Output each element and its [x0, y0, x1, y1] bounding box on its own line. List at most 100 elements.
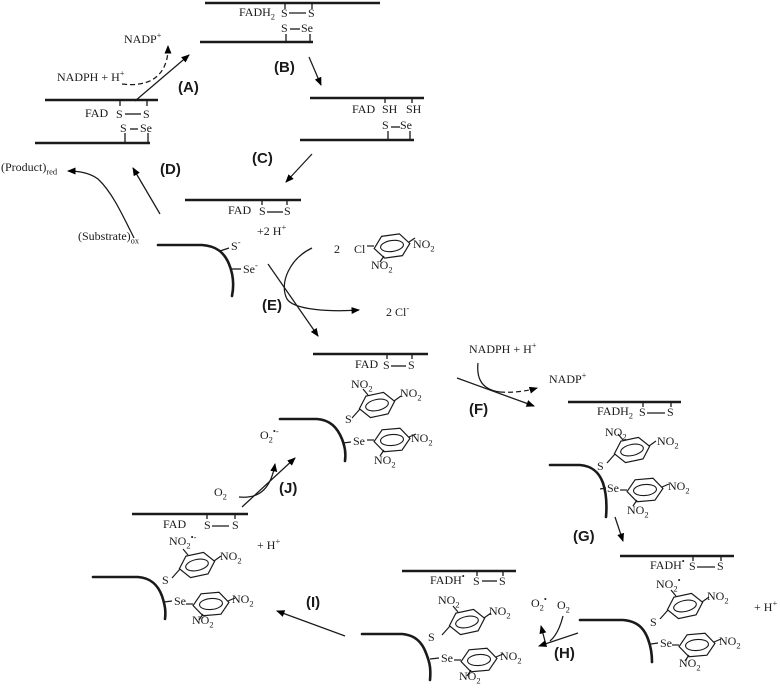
aromatic-circle	[632, 483, 658, 497]
aromatic-circle	[365, 398, 389, 412]
label-s-9: S	[162, 573, 169, 587]
label-no2-7-bottom: NO2	[679, 656, 701, 673]
substituent-bond	[648, 440, 657, 447]
label-o2-j: O2	[214, 485, 227, 502]
label-nadp-plus-a: NADP+	[124, 30, 162, 46]
label-no2-dncb-bottom: NO2	[371, 258, 393, 275]
substituent-bond	[379, 449, 385, 457]
label-s-5: S	[345, 412, 352, 426]
label-fad-4: FAD	[228, 203, 252, 217]
arrow-nadp-release-f	[499, 386, 538, 394]
ring-7-se	[678, 632, 716, 658]
label-no2-8-bottom: NO2	[459, 669, 481, 686]
curve-o2-h	[549, 615, 564, 642]
label-no2-8-top: NO2	[438, 593, 460, 610]
benzene-hexagon	[373, 427, 411, 453]
step-label-i: (I)	[306, 594, 321, 611]
label-s-5b: S	[408, 358, 415, 372]
label-cl-product: 2 Cl-	[386, 303, 410, 319]
label-superoxide-j: O2•-	[260, 426, 279, 445]
label-se-1: Se	[301, 21, 313, 35]
ring-6-s-group	[606, 433, 657, 464]
ring-5-s	[358, 391, 396, 419]
benzene-hexagon	[678, 632, 716, 658]
aromatic-circle	[185, 558, 209, 572]
substituent-bond	[351, 408, 361, 419]
label-s-3: S	[382, 118, 389, 132]
arrow-step-i	[276, 610, 346, 637]
benzene-hexagon	[613, 436, 651, 464]
substituent-bond	[659, 609, 669, 620]
arrow-step-a	[134, 54, 190, 102]
label-h-plus-7: + H+	[754, 598, 778, 614]
label-s-7: S	[650, 615, 657, 629]
ring-9-se-group	[186, 591, 236, 621]
label-coef-2: 2	[334, 242, 340, 256]
label-se-3: Se	[400, 118, 412, 132]
arrow-superoxide-h	[539, 625, 547, 646]
arrow-step-c	[285, 153, 313, 183]
label-superoxide-h: O2•	[531, 594, 547, 613]
label-no2-6-right: NO2	[657, 434, 679, 451]
bond-line	[219, 247, 230, 252]
step-label-g: (G)	[573, 528, 595, 545]
label-fad-5: FAD	[355, 357, 379, 371]
label-fad-2: FAD	[85, 106, 109, 120]
arrow-step-b	[308, 56, 322, 86]
ring-6-s	[613, 436, 651, 464]
bond-line	[163, 600, 173, 603]
benzene-hexagon	[460, 647, 498, 673]
label-se-7: Se	[660, 636, 672, 650]
label-s-8b: S	[499, 574, 506, 588]
substituent-bond	[408, 433, 417, 438]
label-substrate-ox: (Substrate)ox	[78, 229, 140, 246]
benzene-hexagon	[373, 233, 411, 259]
arrow-superoxide-j	[238, 463, 278, 498]
label-no2-5-bottom: NO2	[374, 453, 396, 470]
label-nadph-a: NADPH + H+	[57, 68, 125, 84]
substituent-bond	[227, 597, 236, 602]
arrow-nadp-release-a	[121, 45, 172, 86]
enzyme-hook-state9	[91, 575, 167, 621]
label-s-minus: S-	[231, 237, 241, 253]
label-s-1c: S	[281, 21, 288, 35]
substituent-bond	[483, 612, 492, 619]
substituent-bond	[632, 499, 638, 507]
label-no2-5-right: NO2	[400, 386, 422, 403]
benzene-hexagon	[178, 551, 216, 579]
benzene-hexagon	[448, 608, 486, 636]
curve-nadph-f	[477, 362, 501, 393]
label-plus-2h: +2 H+	[257, 222, 287, 238]
ring-5-s-group	[351, 388, 402, 419]
label-s-4a: S	[259, 204, 266, 218]
label-cl-dncb: Cl	[354, 242, 366, 256]
bond-line	[650, 642, 659, 645]
step-label-d: (D)	[160, 161, 181, 178]
label-s-6b: S	[667, 405, 674, 419]
step-label-h: (H)	[554, 645, 575, 662]
substituent-bond	[701, 596, 710, 603]
ring-8-se	[460, 647, 498, 673]
substituent-bond	[379, 255, 385, 263]
label-h-plus-9: + H+	[257, 536, 281, 552]
benzene-hexagon	[358, 391, 396, 419]
aromatic-circle	[684, 638, 710, 652]
label-fadh2-1: FADH2	[239, 5, 276, 22]
shape-layer	[35, 1, 734, 682]
substituent-bond	[452, 605, 459, 613]
arrow-step-g	[614, 516, 624, 542]
label-no2-7-right: NO2	[707, 589, 729, 606]
substituent-bond	[606, 453, 616, 464]
substituent-bond	[362, 388, 369, 396]
label-o2-h: O2	[557, 598, 570, 615]
label-se-9: Se	[174, 594, 186, 608]
substituent-bond	[684, 654, 690, 662]
label-s-8: S	[428, 630, 435, 644]
enzyme-hook-thiolate	[156, 243, 235, 298]
ring-8-s-group	[441, 605, 492, 636]
arrow-step-f	[456, 377, 535, 407]
label-s-7a: S	[689, 559, 696, 573]
ring-7-s	[666, 592, 704, 620]
label-s-9b: S	[232, 518, 239, 532]
aromatic-circle	[380, 239, 404, 253]
